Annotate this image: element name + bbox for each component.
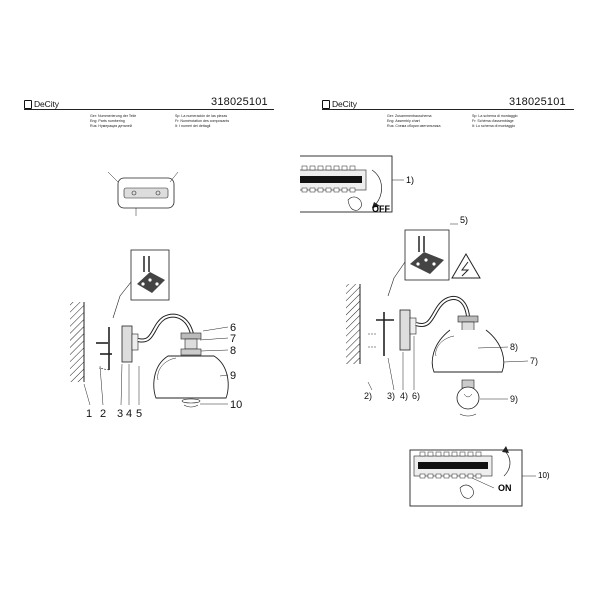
part-label-5: 5 bbox=[136, 408, 142, 420]
backplate-nut bbox=[409, 317, 417, 335]
assembly-drawing: OFF 1) 5) bbox=[300, 155, 550, 507]
part-label-7: 7 bbox=[230, 333, 236, 345]
on-label: ON bbox=[498, 483, 512, 493]
brand-logo: DeCity bbox=[24, 99, 59, 109]
step-1-power-off: OFF 1) bbox=[300, 155, 414, 214]
language-column-2: Sp: La numeración de las piezas Fr: Numé… bbox=[175, 114, 229, 129]
step-label-9: 9) bbox=[510, 394, 518, 404]
product-code: 318025101 bbox=[211, 96, 268, 108]
socket-ring bbox=[457, 315, 479, 323]
lang-line: It: I numeri dei dettagli bbox=[175, 124, 211, 128]
electrical-warning-icon bbox=[451, 253, 481, 279]
part-label-8: 8 bbox=[230, 345, 236, 357]
header-divider bbox=[322, 109, 574, 110]
part-label-1: 1 bbox=[86, 408, 92, 420]
part-label-2: 2 bbox=[100, 408, 106, 420]
lamp-shade bbox=[153, 355, 229, 399]
lang-line: Fr: Schéma d'assemblage bbox=[472, 119, 514, 123]
lang-line: Fr: Numérotation des composants bbox=[175, 119, 230, 123]
part-label-3: 3 bbox=[117, 408, 123, 420]
step-label-7: 7) bbox=[530, 356, 538, 366]
shade-ring bbox=[180, 348, 202, 356]
off-label: OFF bbox=[372, 204, 390, 214]
parts-numbering-panel: DeCity 318025101 Ger: Nummerierung der T… bbox=[24, 96, 274, 420]
step-label-4: 4) bbox=[400, 391, 408, 401]
product-code: 318025101 bbox=[509, 96, 566, 108]
part-label-9: 9 bbox=[230, 370, 236, 382]
hand-icon bbox=[459, 484, 474, 499]
mounting-dimension-detail bbox=[107, 171, 179, 216]
logo-mark-icon bbox=[24, 99, 32, 109]
wall-plate bbox=[399, 309, 411, 351]
step-label-6: 6) bbox=[412, 391, 420, 401]
logo-text: DeCity bbox=[332, 99, 357, 109]
step-label-2: 2) bbox=[364, 391, 372, 401]
wall-plate bbox=[121, 325, 133, 363]
part-label-6: 6 bbox=[230, 322, 236, 334]
language-column-1: Ger: Zusammenbauschema Eng: Assembly cha… bbox=[387, 114, 440, 129]
step-5-terminal-detail: 5) bbox=[387, 215, 468, 297]
step-label-10: 10) bbox=[538, 471, 550, 480]
step-label-8: 8) bbox=[510, 342, 518, 352]
lang-line: Ger: Zusammenbauschema bbox=[387, 114, 432, 118]
lang-line: Rus: Схема сборки светильника bbox=[387, 124, 441, 128]
wall-plug-and-screw bbox=[96, 327, 112, 371]
socket-ring bbox=[180, 332, 202, 340]
wall-hatch bbox=[70, 302, 84, 382]
part-label-10: 10 bbox=[230, 399, 242, 411]
lang-line: It: Lo schema di montaggio bbox=[472, 124, 516, 128]
terminal-block-detail bbox=[112, 249, 170, 319]
lang-line: Rus: Нумерация деталей bbox=[90, 124, 132, 128]
step-label-3: 3) bbox=[387, 391, 395, 401]
parts-drawing: 1 2 3 4 5 6 7 8 9 10 bbox=[70, 171, 242, 420]
logo-mark-icon bbox=[322, 99, 330, 109]
step-label-5: 5) bbox=[460, 215, 468, 225]
lang-line: Sp: La schema di montaggio bbox=[472, 114, 518, 118]
step-label-1: 1) bbox=[406, 175, 414, 185]
header-divider bbox=[24, 109, 274, 110]
lamp-shade bbox=[431, 329, 505, 373]
lang-line: Ger: Nummerierung der Teile bbox=[90, 114, 137, 118]
socket bbox=[184, 338, 198, 350]
bulb-base bbox=[181, 398, 201, 404]
light-bulb-icon bbox=[456, 379, 480, 417]
lang-line: Eng: Parts numbering bbox=[90, 119, 125, 123]
lang-line: Eng: Assembly chart bbox=[387, 119, 420, 123]
wall-hatch bbox=[346, 284, 360, 364]
step-10-power-on: ON 10) bbox=[409, 446, 550, 507]
lang-line: Sp: La numeración de las piezas bbox=[175, 114, 228, 118]
logo-text: DeCity bbox=[34, 99, 59, 109]
hand-icon bbox=[347, 196, 362, 211]
brand-logo: DeCity bbox=[322, 99, 357, 109]
language-column-2: Sp: La schema di montaggio Fr: Schéma d'… bbox=[472, 114, 518, 129]
language-column-1: Ger: Nummerierung der Teile Eng: Parts n… bbox=[90, 114, 136, 129]
assembly-chart-panel: DeCity 318025101 Ger: Zusammenbauschema … bbox=[300, 0, 600, 600]
part-label-4: 4 bbox=[126, 408, 132, 420]
backplate-nut bbox=[131, 333, 139, 351]
